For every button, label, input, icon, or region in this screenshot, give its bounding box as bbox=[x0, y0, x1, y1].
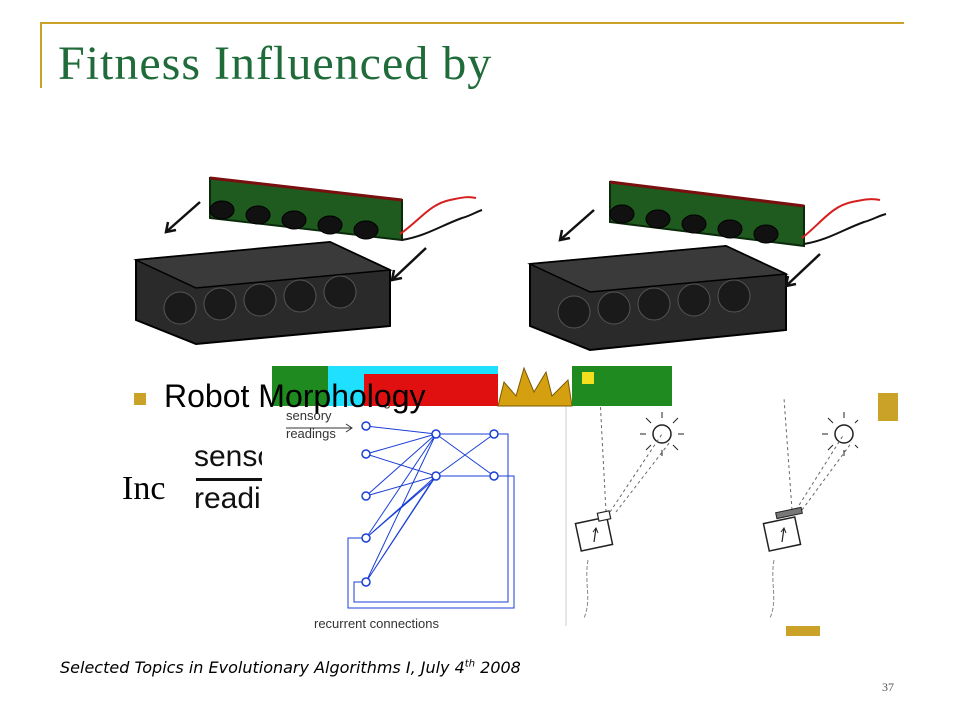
slide-footer: Selected Topics in Evolutionary Algorith… bbox=[60, 658, 521, 677]
left-brick-assembly bbox=[133, 176, 483, 346]
frame-left-line bbox=[40, 22, 42, 88]
accent-bar bbox=[786, 626, 820, 636]
bullet-square-icon bbox=[134, 392, 146, 405]
frame-top-line bbox=[40, 22, 904, 24]
sensors-fragment: senso bbox=[194, 440, 275, 473]
fragment-occluder bbox=[262, 436, 282, 516]
lego-bricks-image bbox=[133, 176, 887, 352]
footer-text: Selected Topics in Evolutionary Algorith… bbox=[60, 658, 465, 677]
inc-fragment: Inc bbox=[122, 470, 166, 507]
robot-light-diagram bbox=[540, 386, 860, 634]
page-number: 37 bbox=[882, 680, 894, 694]
colored-strip-image bbox=[272, 366, 672, 407]
footer-year: 2008 bbox=[475, 658, 521, 677]
bullet-text: Robot Morphology bbox=[164, 378, 426, 414]
sensory-label-line1: sensory bbox=[286, 408, 332, 423]
slide-title: Fitness Influenced by bbox=[58, 37, 493, 90]
neural-network-diagram: sensory readings weighted connection rec… bbox=[272, 386, 536, 634]
right-brick-assembly bbox=[527, 180, 887, 352]
robot-left bbox=[574, 510, 614, 619]
accent-box bbox=[878, 393, 898, 421]
recurrent-connections-label: recurrent connections bbox=[314, 616, 440, 631]
footer-superscript: th bbox=[464, 658, 476, 670]
light-source-right bbox=[822, 412, 859, 456]
bullet-item: Robot Morphology bbox=[134, 378, 425, 415]
fraction-line bbox=[196, 478, 262, 481]
inc-occluder bbox=[178, 468, 194, 512]
robot-right bbox=[762, 506, 803, 619]
light-source-left bbox=[640, 412, 684, 456]
sensory-label-line2: readings bbox=[286, 426, 336, 441]
